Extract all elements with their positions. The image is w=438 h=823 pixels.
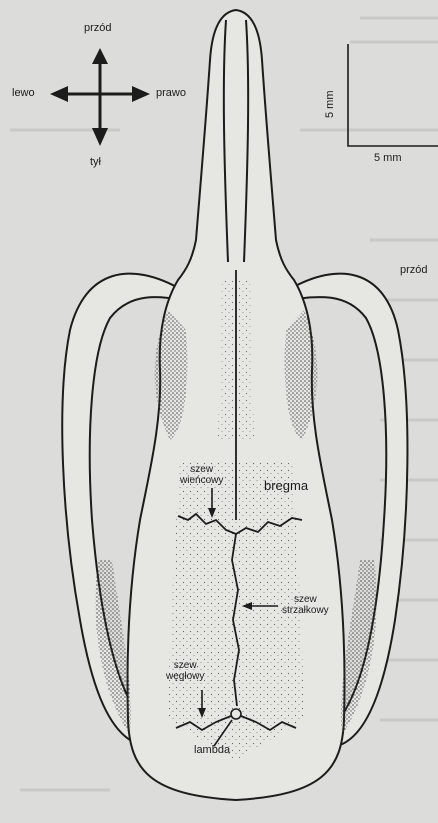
arrow-right-head xyxy=(132,86,150,102)
edge-label: przód xyxy=(400,264,428,276)
lambda-point xyxy=(231,709,241,719)
lambda-label: lambda xyxy=(194,744,230,756)
scale-vertical-label: 5 mm xyxy=(324,91,336,119)
compass-right-label: prawo xyxy=(156,87,186,99)
sagittal-suture-label: szew strzałkowy xyxy=(282,594,329,616)
scale-horizontal-label: 5 mm xyxy=(374,152,402,164)
compass-left-label: lewo xyxy=(12,87,35,99)
arrow-back-head xyxy=(92,128,108,146)
coronal-suture-label: szew wieńcowy xyxy=(180,464,223,486)
compass-back-label: tył xyxy=(90,156,101,168)
arrow-front-head xyxy=(92,48,108,64)
lambdoid-suture-label: szew węgłowy xyxy=(166,660,204,682)
compass-front-label: przód xyxy=(84,22,112,34)
arrow-left-head xyxy=(50,86,68,102)
bregma-label: bregma xyxy=(264,478,308,493)
